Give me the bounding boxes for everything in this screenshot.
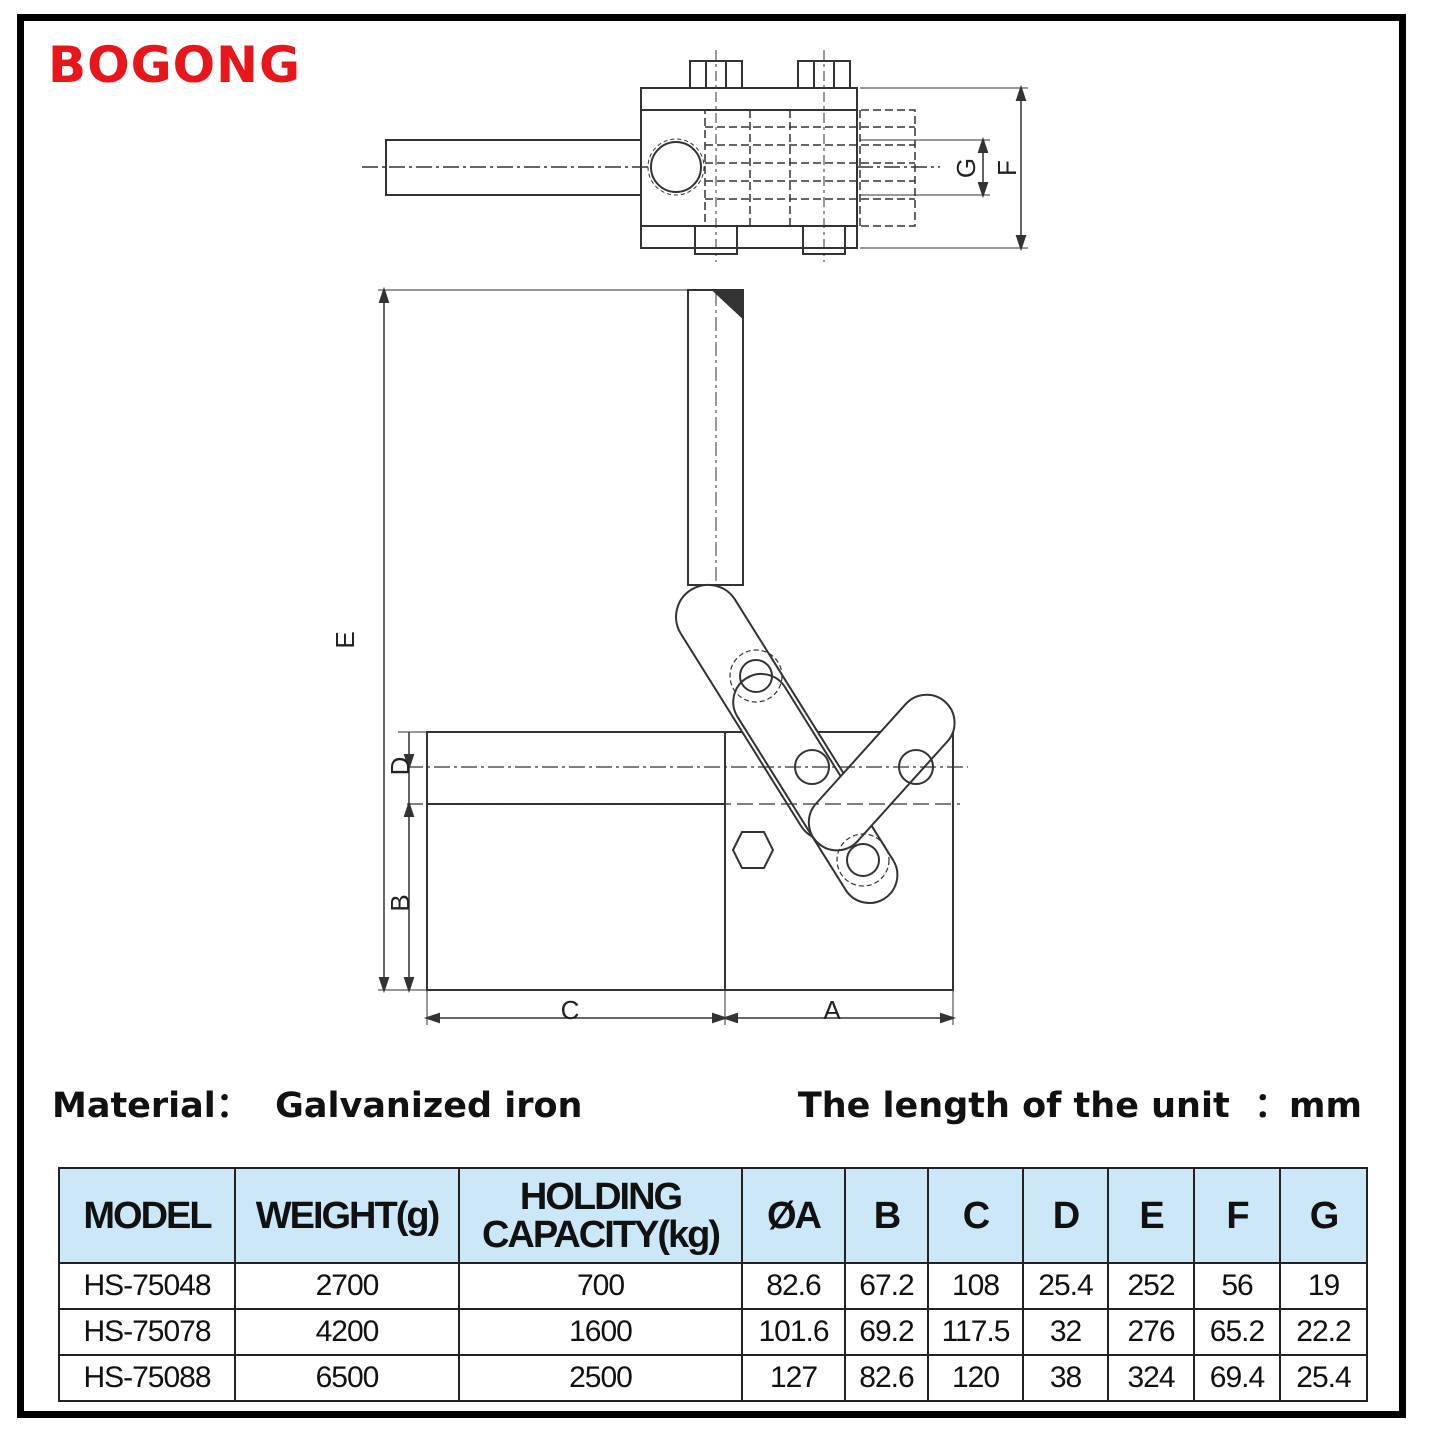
cell-c: 120	[927, 1354, 1024, 1402]
col-header: F	[1193, 1167, 1281, 1264]
cell-g: 25.4	[1279, 1354, 1368, 1402]
col-header: E	[1107, 1167, 1195, 1264]
cell-e: 276	[1107, 1308, 1195, 1356]
cell-c: 117.5	[927, 1308, 1024, 1356]
cell-e: 324	[1107, 1354, 1195, 1402]
cell-weight: 4200	[234, 1308, 460, 1356]
cell-capacity: 700	[458, 1262, 743, 1310]
col-header: G	[1279, 1167, 1368, 1264]
cell-g: 22.2	[1279, 1308, 1368, 1356]
col-header: D	[1022, 1167, 1109, 1264]
dim-label-d: D	[385, 757, 415, 776]
cell-b: 82.6	[844, 1354, 929, 1402]
cell-a: 127	[741, 1354, 846, 1402]
cell-g: 19	[1279, 1262, 1368, 1310]
cell-b: 67.2	[844, 1262, 929, 1310]
cell-weight: 6500	[234, 1354, 460, 1402]
cell-a: 82.6	[741, 1262, 846, 1310]
cell-f: 65.2	[1193, 1308, 1281, 1356]
cell-capacity: 1600	[458, 1308, 743, 1356]
dim-label-c: C	[561, 995, 580, 1025]
cell-weight: 2700	[234, 1262, 460, 1310]
dim-label-g: G	[951, 158, 981, 178]
cell-f: 69.4	[1193, 1354, 1281, 1402]
material-note: Material： Galvanized iron	[52, 1086, 583, 1126]
cell-e: 252	[1107, 1262, 1195, 1310]
cell-capacity: 2500	[458, 1354, 743, 1402]
table-row: HS-75088 6500 2500 127 82.6 120 38 324 6…	[58, 1354, 1368, 1402]
cell-model: HS-75048	[58, 1262, 236, 1310]
col-header: WEIGHT(g)	[234, 1167, 460, 1264]
cell-f: 56	[1193, 1262, 1281, 1310]
dim-label-b: B	[385, 894, 415, 911]
cell-a: 101.6	[741, 1308, 846, 1356]
cell-d: 32	[1022, 1308, 1109, 1356]
technical-drawing: G F E D B C A	[330, 50, 1028, 1025]
cell-b: 69.2	[844, 1308, 929, 1356]
dim-label-a: A	[823, 995, 841, 1025]
col-header: ØA	[741, 1167, 846, 1264]
front-view	[378, 286, 968, 1025]
table-row: HS-75078 4200 1600 101.6 69.2 117.5 32 2…	[58, 1308, 1368, 1356]
unit-note: The length of the unit ：mm	[797, 1086, 1362, 1126]
top-view	[362, 50, 1028, 262]
cell-d: 38	[1022, 1354, 1109, 1402]
col-header: C	[927, 1167, 1024, 1264]
cell-d: 25.4	[1022, 1262, 1109, 1310]
dim-label-f: F	[992, 160, 1022, 176]
col-header: MODEL	[58, 1167, 236, 1264]
brand-logo: BOGONG	[48, 36, 302, 94]
cell-model: HS-75078	[58, 1308, 236, 1356]
dim-label-e: E	[330, 631, 360, 648]
table-row: HS-75048 2700 700 82.6 67.2 108 25.4 252…	[58, 1262, 1368, 1310]
col-header: B	[844, 1167, 929, 1264]
cell-c: 108	[927, 1262, 1024, 1310]
cell-model: HS-75088	[58, 1354, 236, 1402]
